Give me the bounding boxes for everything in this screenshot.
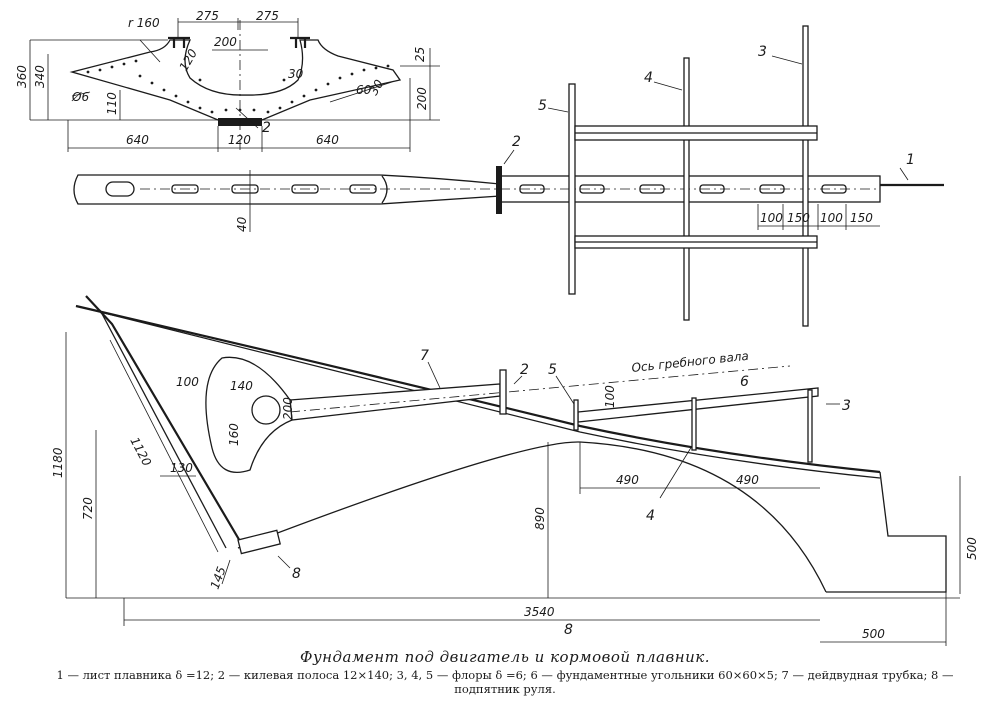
callout-5-side: 5 <box>548 362 557 378</box>
caption-legend: 1 — лист плавника δ =12; 2 — килевая пол… <box>56 668 954 696</box>
dim-275-right: 275 <box>256 9 279 23</box>
stern-boss <box>205 356 293 474</box>
floor-5-side <box>573 399 579 431</box>
dim-25: 25 <box>413 47 427 62</box>
right-flange-lug <box>290 36 310 48</box>
engine-foundation-drawing: r 160 275 275 200 120 360 340 Ø6 110 30 … <box>15 9 979 646</box>
dim-500-width: 500 <box>862 627 885 641</box>
dim-phi6: Ø6 <box>71 90 89 104</box>
fin-slot <box>105 181 135 197</box>
dim-890: 890 <box>533 507 547 530</box>
figure-caption: Фундамент под двигатель и кормовой плавн… <box>40 648 970 696</box>
dim-160-boss: 160 <box>227 423 241 446</box>
callout-4-plan: 4 <box>644 70 653 86</box>
dim-275-left: 275 <box>196 9 219 23</box>
rivet-holes <box>86 59 390 114</box>
callout-2-plan: 2 <box>512 134 521 150</box>
callout-5-plan: 5 <box>538 98 547 114</box>
floor-3 <box>802 25 809 327</box>
dim-140-boss: 140 <box>230 379 253 393</box>
dim-150-b: 150 <box>850 211 873 225</box>
callout-3-plan: 3 <box>758 44 767 60</box>
floor-5 <box>568 83 576 295</box>
callout-7-side: 7 <box>420 348 429 364</box>
dim-200-right: 200 <box>415 87 429 110</box>
dim-500-height: 500 <box>965 537 979 560</box>
dim-200-top: 200 <box>214 35 237 49</box>
dim-640-right: 640 <box>316 133 339 147</box>
callout-6-side: 6 <box>740 374 749 390</box>
dim-200-boss: 200 <box>281 397 295 420</box>
fin-plate-plan <box>73 174 501 205</box>
dim-100-b: 100 <box>820 211 843 225</box>
plan-view: 40 100 150 100 150 1 2 3 4 5 <box>73 25 944 327</box>
floor-4-side <box>691 397 697 451</box>
stern-tube-flange <box>499 369 507 415</box>
callout-4-side: 4 <box>646 508 655 524</box>
dim-130: 130 <box>170 461 193 475</box>
dim-40-plan: 40 <box>235 216 249 232</box>
dim-640-left: 640 <box>126 133 149 147</box>
side-view: 100 140 200 160 130 1120 1180 720 145 89… <box>51 295 979 646</box>
callout-8-station: 8 <box>564 622 573 638</box>
dim-150-a: 150 <box>787 211 810 225</box>
dim-340: 340 <box>33 65 47 88</box>
dim-1180: 1180 <box>51 447 65 478</box>
dim-100-a: 100 <box>760 211 783 225</box>
dim-120-bottom: 120 <box>228 133 251 147</box>
callout-2-section: 2 <box>262 120 271 136</box>
cross-section-view: r 160 275 275 200 120 360 340 Ø6 110 30 … <box>15 9 440 152</box>
dim-30b: 30 <box>366 77 386 98</box>
left-flange-lug <box>168 36 190 48</box>
dim-145: 145 <box>208 565 229 591</box>
dim-r160: r 160 <box>128 16 160 30</box>
rudder-post <box>85 295 245 549</box>
floor-4 <box>683 57 690 321</box>
stern-contour <box>826 471 947 593</box>
dim-720: 720 <box>81 497 95 520</box>
callout-3-side: 3 <box>842 398 851 414</box>
dim-110: 110 <box>105 92 119 115</box>
dim-3540: 3540 <box>524 605 555 619</box>
dim-60: 60 <box>356 83 372 97</box>
rudder-heel-bearing <box>237 529 281 555</box>
dim-30: 30 <box>288 67 304 81</box>
dim-360: 360 <box>15 65 29 88</box>
dim-100-boss: 100 <box>176 375 199 389</box>
dim-1120: 1120 <box>127 435 154 469</box>
dim-490-a: 490 <box>616 473 639 487</box>
hull-bottom-arc <box>237 441 827 593</box>
callout-8-side: 8 <box>292 566 301 582</box>
floor-3-side <box>807 389 813 463</box>
caption-title: Фундамент под двигатель и кормовой плавн… <box>300 648 710 666</box>
dim-100-floor: 100 <box>603 385 617 408</box>
callout-2-side: 2 <box>520 362 529 378</box>
dim-490-b: 490 <box>736 473 759 487</box>
keel-line <box>75 304 881 474</box>
callout-1-plan: 1 <box>906 152 915 168</box>
